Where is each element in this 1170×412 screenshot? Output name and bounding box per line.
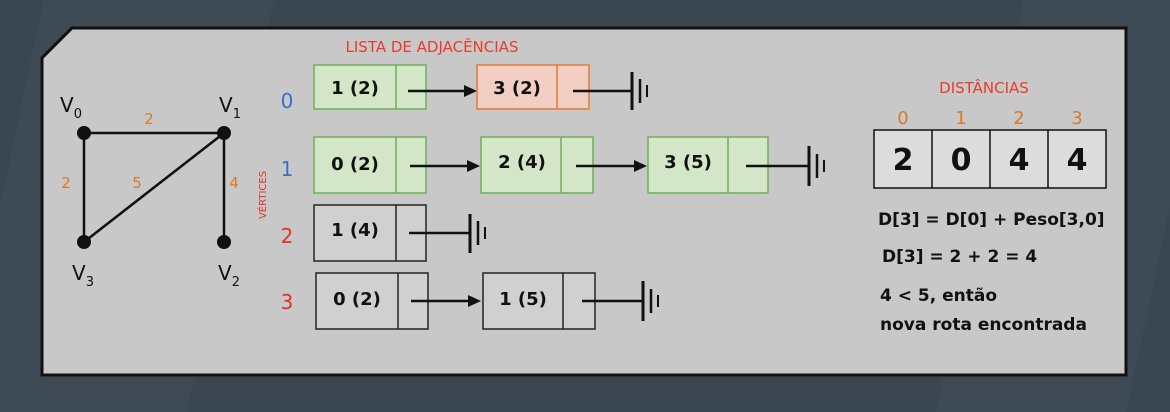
vertex-v2	[217, 235, 231, 249]
distance-index-1: 1	[955, 108, 966, 129]
vertex-label-v2: V2	[218, 261, 240, 290]
adj-node-0-1	[476, 64, 590, 110]
distances-title: DISTÂNCIAS	[939, 78, 1029, 97]
formula-line-4: nova rota encontrada	[880, 315, 1087, 335]
distance-index-2: 2	[1013, 108, 1024, 129]
distances: DISTÂNCIAS 0 1 2 3 2 0 4 4	[873, 78, 1107, 189]
edge-v3-v1	[83, 132, 225, 243]
arrow-icon	[464, 85, 477, 97]
adj-node-label-1-0: 0 (2)	[331, 154, 379, 175]
adj-node-label-3-1: 1 (5)	[499, 289, 547, 310]
arrow-icon	[467, 160, 480, 172]
arrow-icon	[468, 295, 481, 307]
vertex-label-v0: V0	[60, 93, 82, 122]
adj-node-1-1	[480, 136, 594, 194]
formula-line-2: D[3] = 2 + 2 = 4	[882, 247, 1037, 267]
vertices-axis-label: VÉRTICES	[256, 171, 269, 219]
ground-null-icon	[468, 214, 486, 253]
weight-v1-v2: 4	[229, 174, 239, 192]
distance-value-2: 4	[1009, 143, 1030, 178]
row-index-1: 1	[281, 157, 294, 181]
distance-index-0: 0	[897, 108, 908, 129]
weight-v3-v1: 5	[132, 174, 142, 192]
row-index-2: 2	[281, 224, 294, 248]
adj-node-3-0	[315, 272, 429, 330]
distance-value-3: 4	[1067, 143, 1088, 178]
weight-v0-v3: 2	[61, 174, 71, 192]
distance-value-1: 0	[951, 143, 972, 178]
adjacency-list: 0 1 (2) 3 (2) 1 0 (2) 2 (4) 3 (5)	[281, 64, 825, 330]
adj-node-0-0	[313, 64, 427, 110]
vertex-v1	[217, 126, 231, 140]
distance-index-3: 3	[1071, 108, 1082, 129]
title: LISTA DE ADJACÊNCIAS	[346, 37, 519, 56]
formula-line-1: D[3] = D[0] + Peso[3,0]	[878, 210, 1105, 230]
adj-node-3-1	[482, 272, 596, 330]
distance-value-0: 2	[893, 143, 914, 178]
ground-null-icon	[807, 146, 825, 186]
ground-null-icon	[641, 281, 659, 321]
vertex-label-v3: V3	[72, 261, 94, 290]
vertex-label-v1: V1	[219, 93, 241, 122]
diagram-panel	[40, 26, 1128, 377]
adj-node-label-1-2: 3 (5)	[664, 152, 712, 173]
adj-node-label-0-0: 1 (2)	[331, 78, 379, 99]
adj-node-label-0-1: 3 (2)	[493, 78, 541, 99]
row-index-3: 3	[281, 290, 294, 314]
row-index-0: 0	[281, 89, 294, 113]
vertex-v3	[77, 235, 91, 249]
adj-node-label-1-1: 2 (4)	[498, 152, 546, 173]
adj-node-label-2-0: 1 (4)	[331, 220, 379, 241]
graph: V0 V1 V2 V3 2 2 5 4	[60, 93, 241, 290]
formulas: D[3] = D[0] + Peso[3,0] D[3] = 2 + 2 = 4…	[878, 210, 1105, 335]
arrow-icon	[634, 160, 647, 172]
adj-node-label-3-0: 0 (2)	[333, 289, 381, 310]
adj-node-2-0	[313, 204, 427, 262]
formula-line-3: 4 < 5, então	[880, 286, 997, 306]
vertex-v0	[77, 126, 91, 140]
ground-null-icon	[630, 72, 648, 110]
weight-v0-v1: 2	[144, 110, 154, 128]
